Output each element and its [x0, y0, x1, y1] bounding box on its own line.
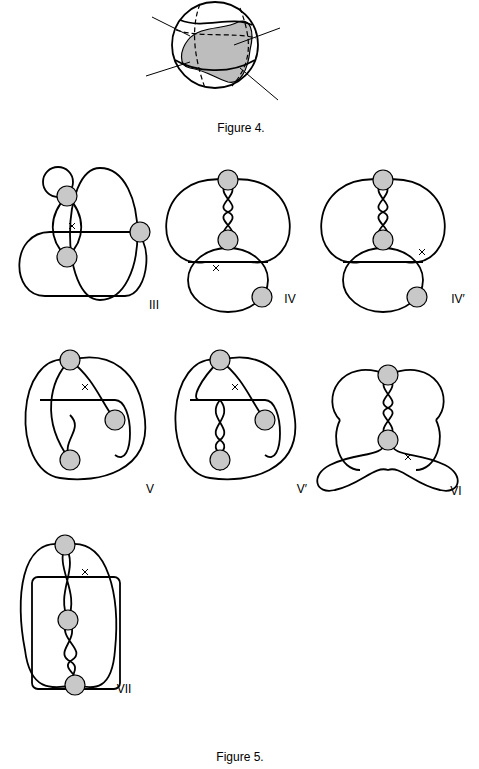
panel-label: V	[146, 483, 154, 496]
knot-diagram-v-prime	[175, 350, 295, 479]
knot-diagram-vii	[21, 535, 120, 695]
panel-label: VI	[450, 485, 461, 498]
panel-label: V′	[297, 483, 307, 496]
panel-label: III	[149, 299, 159, 312]
panel-label: IV	[284, 293, 295, 306]
panel-label: IV′	[451, 293, 465, 306]
knot-diagram-iv	[166, 170, 289, 312]
knot-diagram-iii	[19, 167, 150, 300]
knot-diagram-vi	[317, 365, 457, 491]
figure-caption: Figure 5.	[216, 751, 263, 764]
sphere-figure	[146, 2, 280, 100]
knot-diagram-iv-prime	[321, 170, 444, 312]
knot-diagram-v	[25, 350, 145, 479]
panel-label: VII	[117, 683, 132, 696]
figure-caption: Figure 4.	[217, 122, 264, 135]
